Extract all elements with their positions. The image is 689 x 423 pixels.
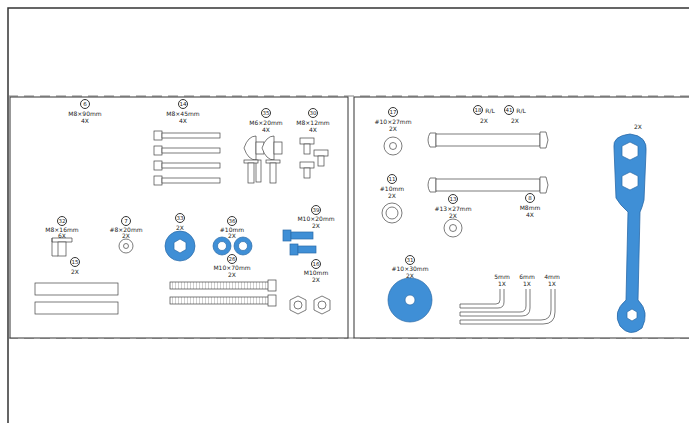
- callout-number: 6: [80, 99, 90, 109]
- part-spec: 2X: [176, 224, 184, 231]
- part-spec: 4X: [81, 117, 89, 124]
- part-spec: 2X: [312, 276, 320, 283]
- part-spec: #10mm: [220, 226, 244, 233]
- part-spec: 2X: [634, 123, 642, 130]
- part-spec: 2X: [71, 268, 79, 275]
- callout-number: 11: [387, 174, 397, 184]
- callout-number: 17: [388, 107, 398, 117]
- part-spec: M10mm: [304, 269, 329, 276]
- part-spec: 2X: [449, 212, 457, 219]
- part-spec: M8×16mm: [45, 226, 78, 233]
- part-spec: 2X: [511, 117, 519, 124]
- callout-number: 35: [261, 108, 271, 118]
- callout-number: 32: [57, 216, 67, 226]
- part-spec: 2X: [480, 117, 488, 124]
- part-spec: 6X: [58, 232, 66, 239]
- part-spec: M8×12mm: [296, 119, 329, 126]
- part-spec: M8×90mm: [68, 110, 101, 117]
- part-spec: M8mm: [520, 204, 541, 211]
- callout-number: 7: [121, 216, 131, 226]
- callout-number: 30: [308, 108, 318, 118]
- part-spec: M6×20mm: [249, 119, 282, 126]
- callout-number: 33: [175, 213, 185, 223]
- part-spec: 2X: [228, 271, 236, 278]
- part-spec: 1X: [548, 280, 556, 287]
- part-spec: #10mm: [380, 185, 404, 192]
- part-spec: #13×27mm: [434, 205, 471, 212]
- callout-number: 26: [227, 254, 237, 264]
- part-spec: 1X: [498, 280, 506, 287]
- callout-number: 41: [504, 105, 514, 115]
- part-spec: #10×30mm: [391, 265, 428, 272]
- part-spec: 5mm: [494, 273, 510, 280]
- part-spec: M10×70mm: [213, 264, 250, 271]
- part-spec: 2X: [228, 232, 236, 239]
- part-spec: #8×20mm: [109, 226, 142, 233]
- callout-number: 36: [227, 216, 237, 226]
- part-spec: 2X: [389, 125, 397, 132]
- callout-number: 8: [525, 193, 535, 203]
- callout-number: 15: [70, 257, 80, 267]
- part-spec: R/L: [485, 107, 495, 114]
- part-spec: 2X: [388, 192, 396, 199]
- part-spec: 4X: [309, 126, 317, 133]
- callout-number: 16: [311, 259, 321, 269]
- callout-number: 13: [448, 194, 458, 204]
- callout-number: 39: [311, 205, 321, 215]
- part-spec: 2X: [122, 232, 130, 239]
- part-spec: #10×27mm: [374, 118, 411, 125]
- part-spec: 4X: [526, 211, 534, 218]
- part-spec: 4mm: [544, 273, 560, 280]
- part-spec: 2X: [312, 222, 320, 229]
- part-spec: 4X: [262, 126, 270, 133]
- part-spec: M8×45mm: [166, 110, 199, 117]
- part-spec: M10×20mm: [297, 215, 334, 222]
- callout-number: 18: [473, 105, 483, 115]
- callout-number: 14: [178, 99, 188, 109]
- part-spec: R/L: [516, 107, 526, 114]
- part-spec: 4X: [179, 117, 187, 124]
- callout-number: 31: [405, 255, 415, 265]
- part-spec: 1X: [523, 280, 531, 287]
- part-spec: 6mm: [519, 273, 535, 280]
- part-spec: 2X: [406, 272, 414, 279]
